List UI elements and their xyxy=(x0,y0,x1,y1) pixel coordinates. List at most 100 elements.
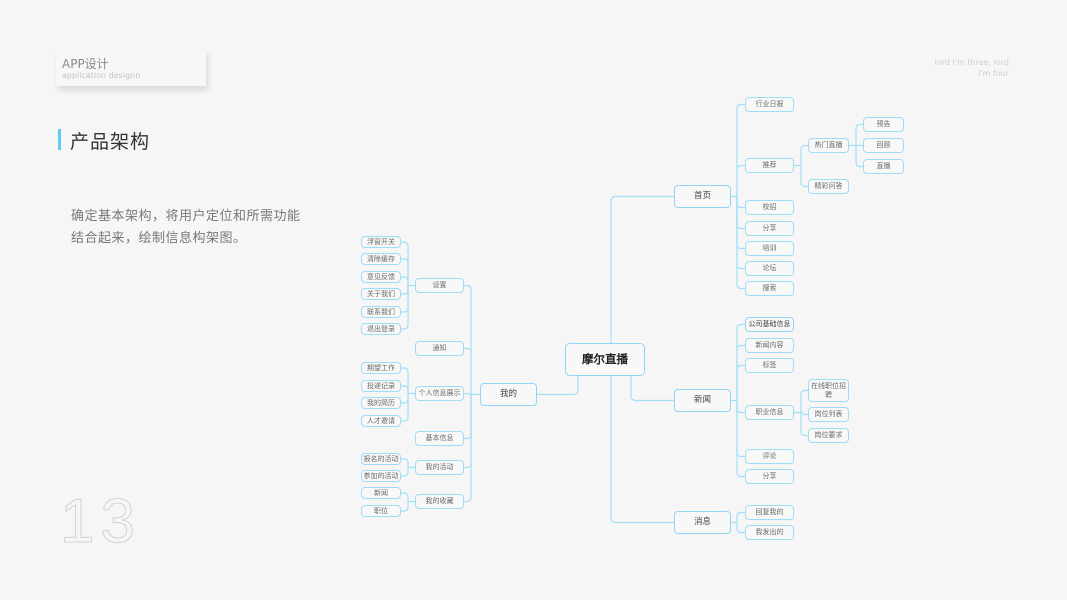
connector-line xyxy=(464,394,472,469)
node-label: 培训 xyxy=(762,244,777,252)
connector-line xyxy=(736,103,745,197)
node-label: 回顾 xyxy=(876,141,891,149)
connector-line xyxy=(401,385,409,394)
connector-line xyxy=(401,285,409,313)
node-label: 清除缓存 xyxy=(367,254,395,263)
leaf-node[interactable]: 基本信息 xyxy=(415,431,464,446)
connector-line xyxy=(401,393,409,422)
node-label: 新闻 xyxy=(693,395,711,405)
node-label: 分享 xyxy=(762,472,777,480)
leaf-node[interactable]: 期望工作 xyxy=(361,362,401,374)
node-label: 意见反馈 xyxy=(367,272,395,281)
node-label: 直播 xyxy=(876,162,891,170)
connector-line xyxy=(736,400,745,458)
branch-node[interactable]: 首页 xyxy=(674,185,731,208)
connector-line xyxy=(464,347,472,395)
leaf-node[interactable]: 职业信息 xyxy=(745,405,794,420)
leaf-node[interactable]: 推荐 xyxy=(745,158,794,173)
section-description: 确定基本架构，将用户定位和所需功能结合起来，绘制信息构架图。 xyxy=(71,209,301,246)
leaf-node[interactable]: 校招 xyxy=(745,200,794,215)
section-accent-bar xyxy=(58,129,61,150)
leaf-node[interactable]: 退出登录 xyxy=(361,323,401,335)
leaf-node[interactable]: 新闻 xyxy=(361,487,401,499)
leaf-node[interactable]: 通知 xyxy=(415,341,464,356)
node-label: 报名的活动 xyxy=(363,454,399,463)
leaf-node[interactable]: 搜索 xyxy=(745,281,794,296)
leaf-node[interactable]: 岗位列表 xyxy=(808,407,849,422)
connector-line xyxy=(610,195,674,343)
leaf-node[interactable]: 行业日报 xyxy=(745,97,794,112)
leaf-node[interactable]: 岗位要求 xyxy=(808,428,849,443)
leaf-node[interactable]: 新闻内容 xyxy=(745,338,794,353)
node-label: 推荐 xyxy=(762,161,777,169)
node-label: 职业信息 xyxy=(755,408,784,416)
node-label: 岗位列表 xyxy=(814,410,843,418)
leaf-node[interactable]: 评论 xyxy=(745,449,794,464)
node-label: 岗位要求 xyxy=(814,431,843,439)
leaf-node[interactable]: 精彩问答 xyxy=(808,179,849,194)
leaf-node[interactable]: 热门直播 xyxy=(808,138,849,153)
leaf-node[interactable]: 设置 xyxy=(415,278,464,293)
leaf-node[interactable]: 我的简历 xyxy=(361,397,401,409)
connector-line xyxy=(401,258,409,286)
branch-node[interactable]: 新闻 xyxy=(674,389,731,412)
leaf-node[interactable]: 分享 xyxy=(745,469,794,484)
connector-line xyxy=(800,389,808,413)
leaf-node[interactable]: 回复我的 xyxy=(745,505,794,520)
node-label: 投递记录 xyxy=(367,381,395,390)
leaf-node[interactable]: 联系我们 xyxy=(361,306,401,318)
leaf-node[interactable]: 浮窗开关 xyxy=(361,236,401,248)
leaf-node[interactable]: 我的活动 xyxy=(415,460,464,475)
section-title: 产品架构 xyxy=(70,131,151,153)
leaf-node[interactable]: 清除缓存 xyxy=(361,253,401,265)
connector-line xyxy=(736,344,745,401)
connector-line xyxy=(401,467,409,477)
branch-node[interactable]: 我的 xyxy=(480,383,537,406)
connector-line xyxy=(464,394,472,503)
connector-line xyxy=(401,241,409,286)
root-node[interactable]: 摩尔直播 xyxy=(565,343,645,376)
leaf-node[interactable]: 直播 xyxy=(863,159,904,174)
leaf-node[interactable]: 论坛 xyxy=(745,261,794,276)
branch-node[interactable]: 消息 xyxy=(674,511,731,534)
leaf-node[interactable]: 公司基础信息 xyxy=(745,317,794,332)
node-label: 我的收藏 xyxy=(425,497,454,505)
connector-line xyxy=(464,392,472,398)
node-label: 标签 xyxy=(762,361,777,369)
leaf-node[interactable]: 在线职位招聘 xyxy=(808,379,849,402)
leaf-node[interactable]: 分享 xyxy=(745,221,794,236)
leaf-node[interactable]: 我发出的 xyxy=(745,525,794,540)
leaf-node[interactable]: 关于我们 xyxy=(361,288,401,300)
connector-line xyxy=(736,196,745,250)
node-label: 搜索 xyxy=(762,284,777,292)
node-label: 设置 xyxy=(432,281,447,289)
connector-line xyxy=(800,144,808,166)
leaf-node[interactable]: 我的收藏 xyxy=(415,494,464,509)
node-label: 预告 xyxy=(876,120,891,128)
leaf-node[interactable]: 回顾 xyxy=(863,138,904,153)
leaf-node[interactable]: 职位 xyxy=(361,505,401,517)
leaf-node[interactable]: 参加的活动 xyxy=(361,470,401,482)
leaf-node[interactable]: 意见反馈 xyxy=(361,271,401,283)
leaf-node[interactable]: 预告 xyxy=(863,117,904,132)
connector-line xyxy=(736,400,745,478)
leaf-node[interactable]: 个人信息展示 xyxy=(415,386,464,401)
node-label: 评论 xyxy=(762,452,777,460)
top-right-tagline: lord I'm three, lord I'm four xyxy=(935,57,1009,79)
connector-line xyxy=(736,364,745,401)
connector-line xyxy=(736,511,745,523)
node-label: 我的活动 xyxy=(425,463,454,471)
node-label: 个人信息展示 xyxy=(418,389,461,397)
connector-line xyxy=(401,501,409,512)
leaf-node[interactable]: 人才邀请 xyxy=(361,415,401,427)
connector-line xyxy=(610,376,674,524)
connector-line xyxy=(736,522,745,534)
leaf-node[interactable]: 投递记录 xyxy=(361,380,401,392)
connector-line xyxy=(401,458,409,468)
connector-line xyxy=(736,196,745,209)
leaf-node[interactable]: 培训 xyxy=(745,241,794,256)
node-label: 回复我的 xyxy=(755,508,784,516)
leaf-node[interactable]: 标签 xyxy=(745,358,794,373)
leaf-node[interactable]: 报名的活动 xyxy=(361,453,401,465)
